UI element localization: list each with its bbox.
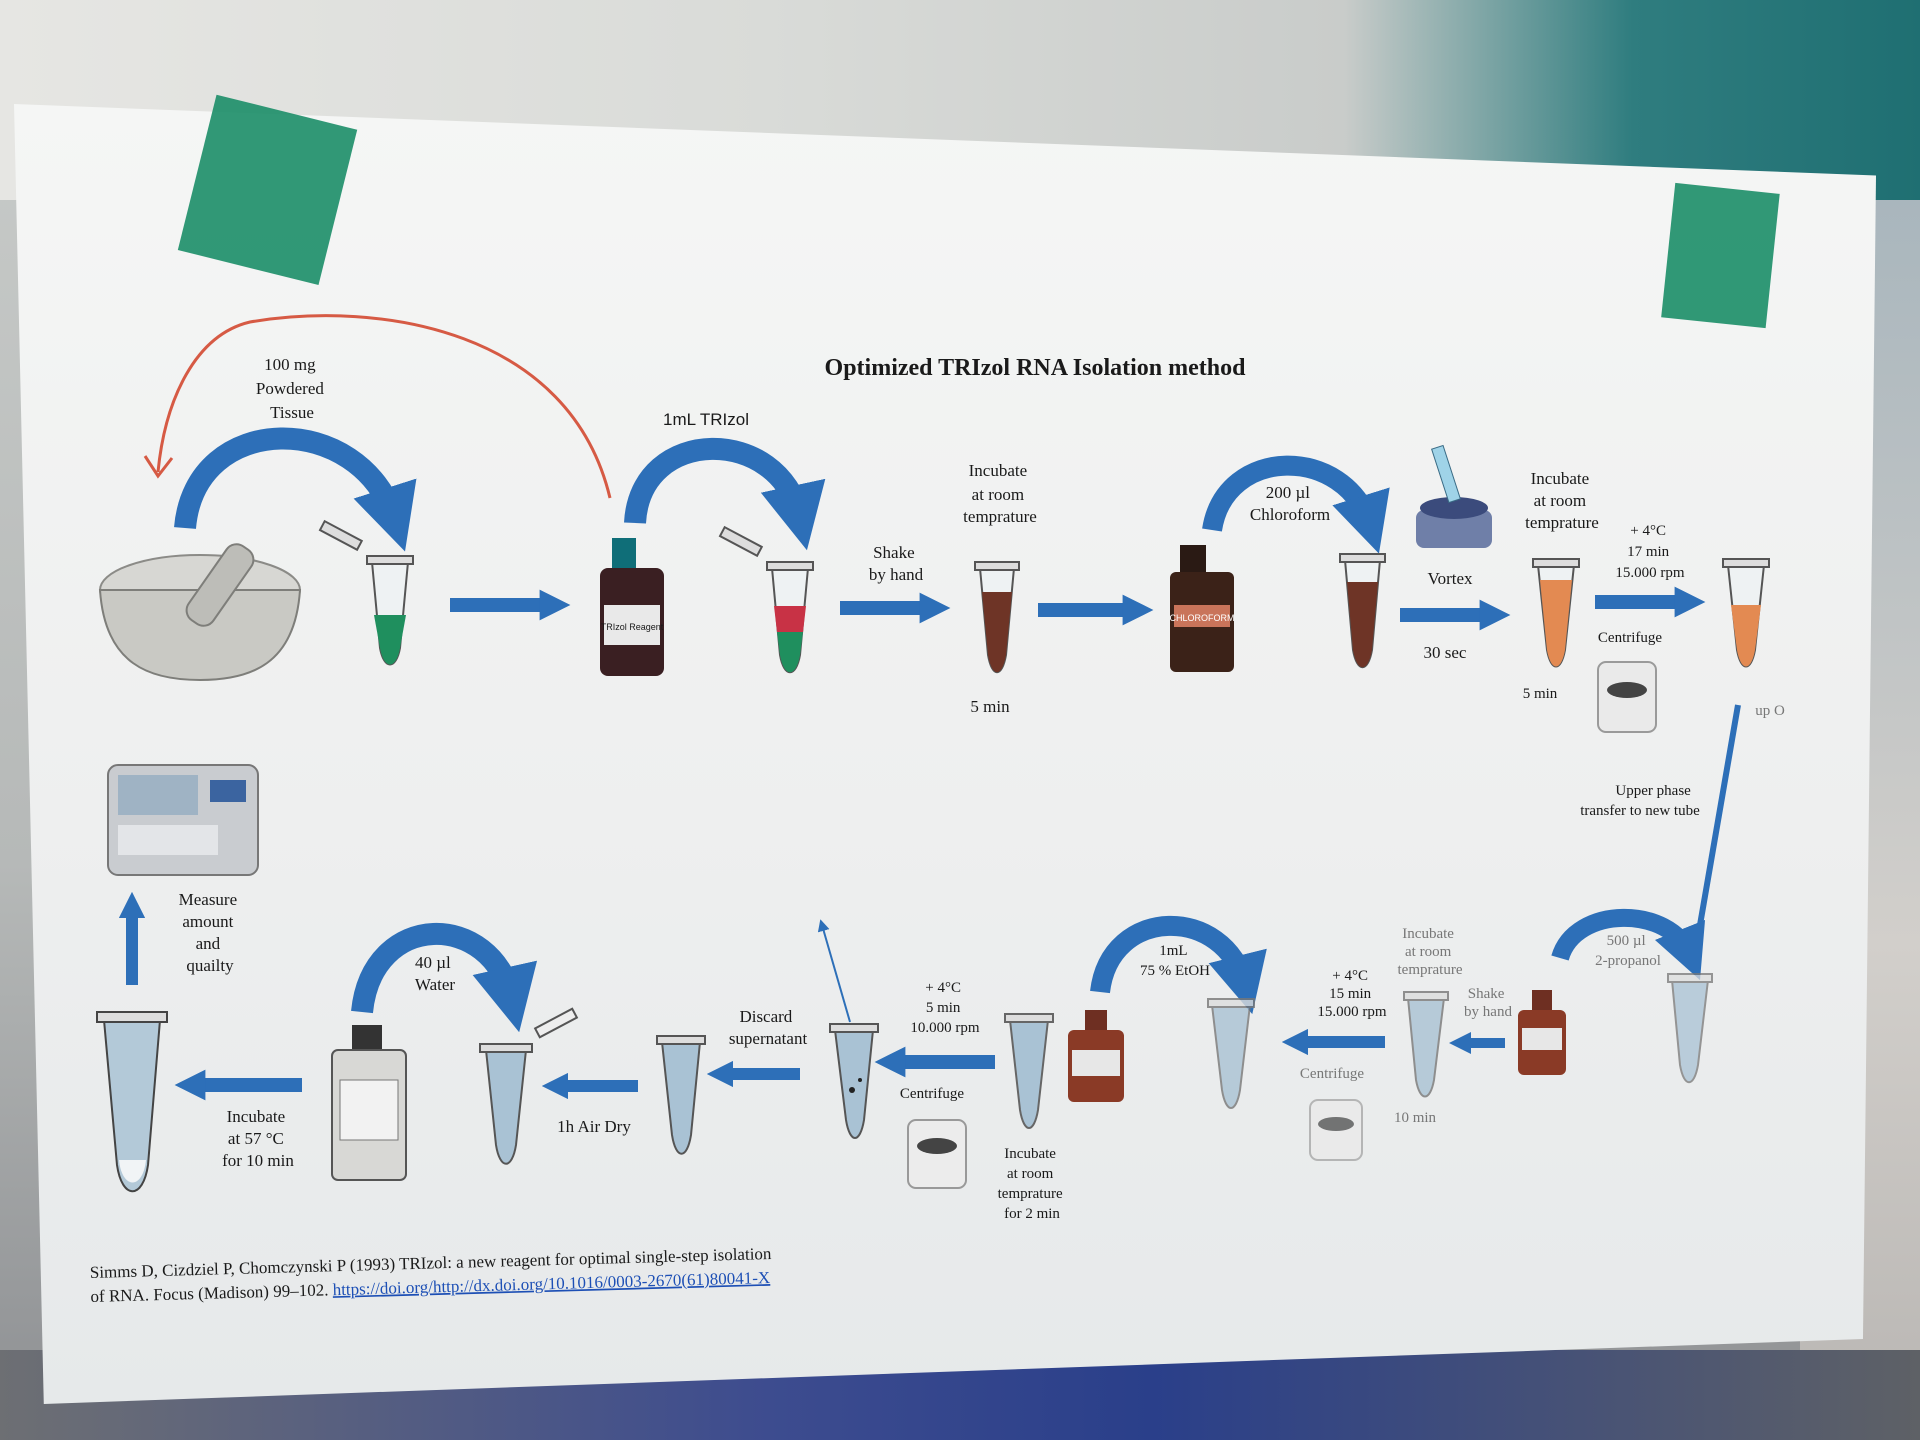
discard-arrow: [817, 919, 851, 1023]
tube-icon-phase-separation: [1722, 558, 1770, 668]
chloroform-label: 200 µl Chloroform: [1250, 483, 1330, 524]
centrifuge1-label: Centrifuge: [1300, 1066, 1364, 1082]
tube-icon-homogenate: [974, 561, 1020, 674]
tube-icon-trizol: [718, 525, 814, 674]
incubate3-label: Incubate at 57 °C for 10 min: [222, 1107, 294, 1170]
arc-arrow-trizol: [624, 437, 826, 551]
arc-arrow-chloroform: [1202, 455, 1390, 554]
centrifuge-icon: [1597, 661, 1657, 733]
vortex-label: Vortex: [1427, 569, 1473, 588]
water-label: 40 µl Water: [415, 953, 455, 994]
tube-icon-isopropanol-incubation: [1403, 991, 1449, 1098]
incubate2-time: 5 min: [1523, 686, 1558, 702]
chloroform-bottle-icon: CHLOROFORM: [1170, 545, 1235, 672]
tube-icon-final-rna: [96, 1011, 168, 1193]
incubate-label: Incubate at room temprature: [963, 461, 1037, 526]
trizol-label: 1mL TRIzol: [663, 410, 749, 429]
ethanol-label: 1mL 75 % EtOH: [1140, 943, 1210, 979]
tube-icon-isopropanol: [1667, 973, 1713, 1084]
tape-right: [1661, 182, 1780, 329]
tube-icon-incubation: [1532, 558, 1580, 668]
centrifuge-label: Centrifuge: [1598, 630, 1662, 646]
spectrophotometer-icon: [107, 764, 259, 876]
water-bottle-icon: [331, 1025, 407, 1181]
incubate2-label-bottom: Incubate at room temprature for 2 min: [998, 1146, 1067, 1222]
handwritten-note: up O: [1755, 703, 1785, 719]
ethanol-bottle-icon: [1068, 1010, 1124, 1102]
tube-icon-pellet: [829, 1023, 879, 1139]
incubate-time: 5 min: [970, 697, 1010, 716]
handwritten-arrowhead: [143, 455, 174, 479]
tube-icon-tissue: [318, 519, 414, 666]
tape-left: [177, 94, 358, 286]
svg-text:TRIzol Reagent: TRIzol Reagent: [601, 622, 664, 632]
mortar-pestle-icon: [98, 543, 302, 682]
arc-arrow-ethanol: [1090, 915, 1267, 1015]
tube-icon-water: [479, 1007, 579, 1165]
diagram-title: Optimized TRIzol RNA Isolation method: [825, 355, 1247, 381]
arc-arrow-water: [351, 923, 538, 1033]
tube-icon-ethanol-wash: [1207, 998, 1255, 1109]
vortex-mixer-icon: [1416, 444, 1492, 548]
centrifuge1-params: + 4°C 15 min 15.000 rpm: [1317, 968, 1386, 1020]
handwritten-return-arrow: [156, 314, 612, 499]
citation: Simms D, Cizdziel P, Chomczynski P (1993…: [90, 1244, 777, 1306]
svg-text:CHLOROFORM: CHLOROFORM: [1170, 613, 1235, 623]
centrifuge-icon-3: [907, 1119, 967, 1189]
isopropanol-label: 500 µl 2-propanol: [1595, 933, 1661, 969]
incubate2-label: Incubate at room temprature: [1525, 469, 1599, 532]
trizol-bottle-icon: TRIzol Reagent: [600, 538, 664, 676]
measure-label: Measure amount and quailty: [179, 890, 242, 975]
arc-arrow-tissue: [174, 427, 417, 552]
air-dry-label: 1h Air Dry: [557, 1117, 631, 1136]
tube-icon-air-dry: [656, 1035, 706, 1155]
vortex-time: 30 sec: [1424, 643, 1467, 662]
incubate-time-3: 10 min: [1394, 1110, 1437, 1126]
centrifuge2-label: Centrifuge: [900, 1086, 964, 1102]
tissue-label: 100 mg Powdered Tissue: [256, 355, 328, 422]
arc-arrow-isopropanol: [1551, 908, 1705, 981]
isopropanol-bottle-icon: [1518, 990, 1566, 1075]
upper-phase-label: Upper phase transfer to new tube: [1580, 783, 1700, 819]
centrifuge-params: + 4°C 17 min 15.000 rpm: [1615, 523, 1684, 581]
shake-label-2: Shake by hand: [1464, 986, 1512, 1020]
centrifuge-icon-2: [1309, 1099, 1363, 1161]
centrifuge2-params: + 4°C 5 min 10.000 rpm: [910, 980, 979, 1036]
tube-icon-chloroform: [1339, 553, 1386, 669]
shake-label: Shake by hand: [869, 543, 924, 584]
incubate-label-3: Incubate at room temprature: [1398, 926, 1463, 978]
upper-phase-transfer-line: [1697, 704, 1741, 926]
tube-icon-ethanol-incubation: [1004, 1013, 1054, 1129]
discard-label: Discard supernatant: [729, 1007, 808, 1048]
